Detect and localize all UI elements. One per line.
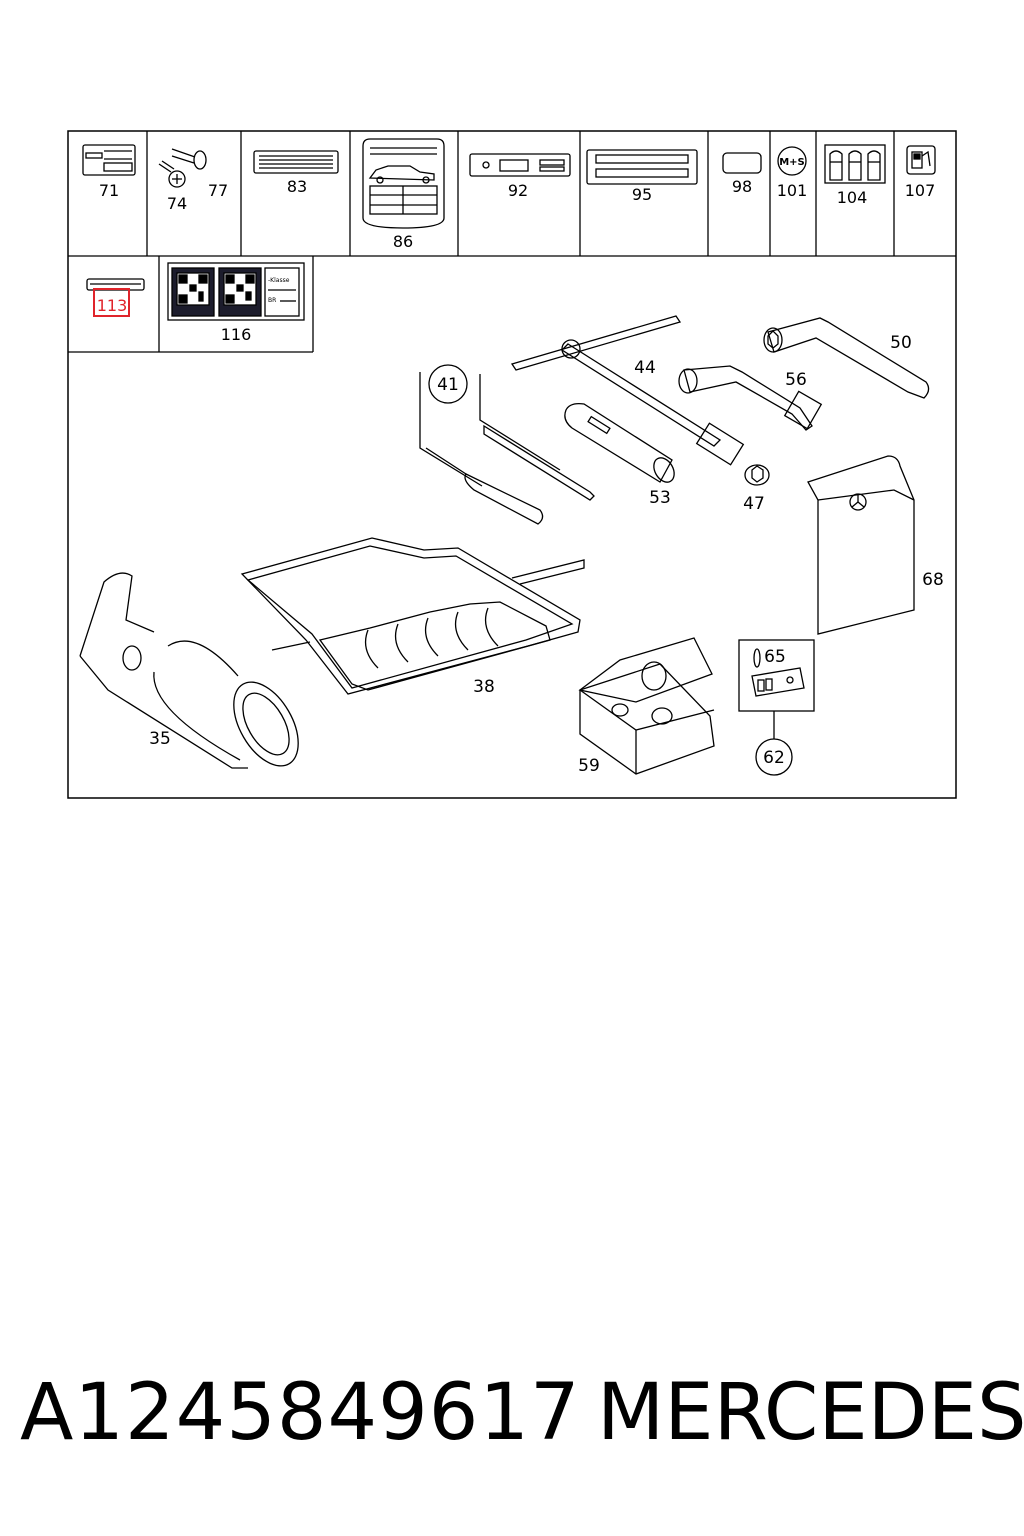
callout-41: 41	[437, 375, 459, 395]
screw-rivet-icon	[158, 148, 207, 188]
cell-label-101: 101	[777, 181, 808, 200]
cell-label-107: 107	[905, 181, 936, 200]
screwdriver-41	[419, 372, 595, 525]
callout-38: 38	[473, 677, 495, 697]
t-handle-44	[510, 315, 770, 486]
label-98-icon	[722, 152, 762, 174]
box-spanner-53	[564, 402, 675, 483]
cell-label-92: 92	[508, 181, 528, 200]
callout-65: 65	[764, 647, 786, 667]
callout-68: 68	[922, 570, 944, 590]
diagram-frame	[67, 130, 957, 799]
footer: A1245849617 MERCEDES	[0, 1368, 1024, 1478]
qr-labels-icon: -Klasse BR	[167, 262, 305, 321]
l-wrench-56	[678, 365, 823, 431]
ms-text: M+S	[779, 157, 805, 168]
label-95-icon	[586, 149, 698, 185]
callout-47: 47	[743, 494, 765, 514]
cell-label-86: 86	[393, 232, 413, 251]
class-text: -Klasse	[268, 277, 290, 284]
callout-56: 56	[785, 370, 807, 390]
car-data-plate-icon	[362, 138, 445, 229]
tool-roll-38	[240, 537, 585, 695]
cell-label-74: 74	[167, 194, 187, 213]
callout-59: 59	[578, 756, 600, 776]
callout-53: 53	[649, 488, 671, 508]
label-83-icon	[253, 150, 339, 174]
part-number: A1245849617	[20, 1368, 581, 1458]
label-92-icon	[469, 153, 571, 177]
callout-circle-41	[428, 364, 468, 404]
callout-circle-62	[755, 738, 793, 776]
cell-label-95: 95	[632, 185, 652, 204]
cell-label-104: 104	[837, 188, 868, 207]
callout-50: 50	[890, 333, 912, 353]
l-wrench-50	[763, 317, 930, 399]
callout-44: 44	[634, 358, 656, 378]
brand-name: MERCEDES	[597, 1368, 1024, 1458]
callout-35: 35	[149, 729, 171, 749]
label-104-icon	[824, 144, 886, 184]
bulb-box-59	[578, 637, 715, 775]
cell-label-113: 113	[97, 296, 128, 315]
fuse-card-62	[738, 639, 815, 739]
selected-part-highlight[interactable]	[93, 288, 130, 317]
br-text: BR	[268, 297, 276, 304]
cell-label-71: 71	[99, 181, 119, 200]
ms-badge-icon: M+S	[777, 146, 807, 176]
cell-label-83: 83	[287, 177, 307, 196]
parts-diagram: M+S -Klasse	[67, 130, 957, 799]
fuel-pump-icon	[906, 145, 936, 175]
label-71-icon	[82, 144, 136, 176]
callout-62: 62	[763, 748, 785, 768]
cell-label-77: 77	[208, 181, 228, 200]
document-wallet-68	[807, 455, 915, 635]
rolled-pouch-35	[79, 572, 299, 769]
cell-label-98: 98	[732, 177, 752, 196]
cell-label-116: 116	[221, 325, 252, 344]
